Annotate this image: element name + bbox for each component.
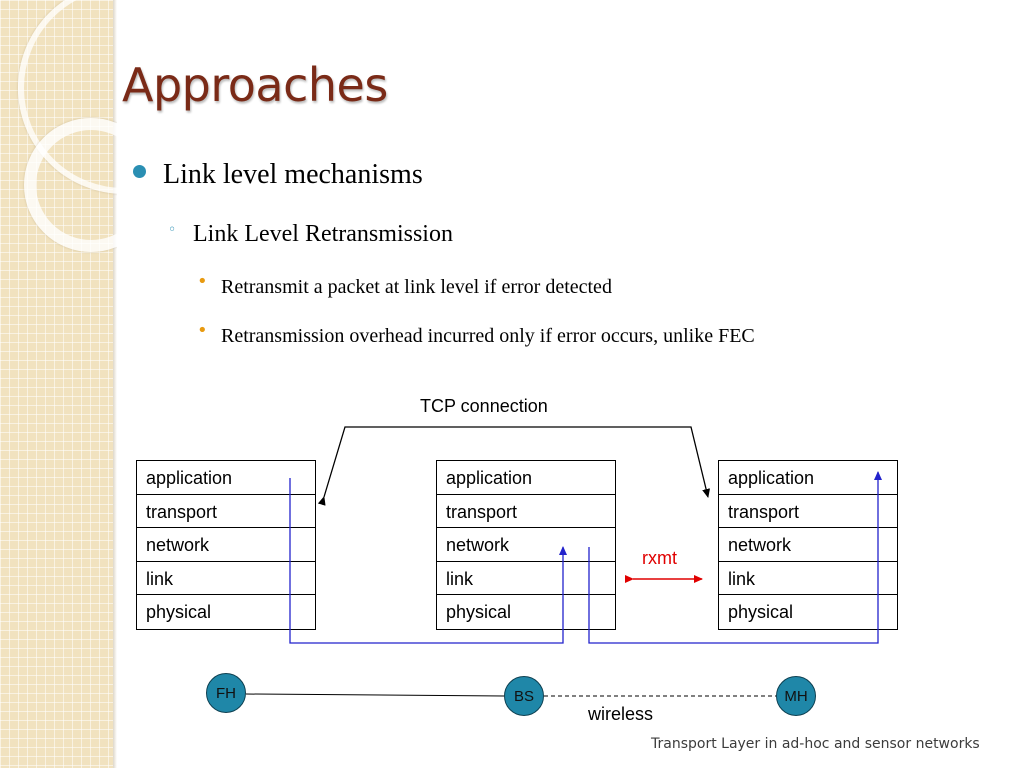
- wired-link: [245, 693, 505, 697]
- stack-layer: physical: [146, 602, 212, 623]
- protocol-stack-fh: application transport network link physi…: [136, 460, 316, 630]
- stack-layer: physical: [728, 602, 794, 623]
- stack-layer: network: [719, 528, 897, 562]
- bullet-level3-item: Retransmission overhead incurred only if…: [221, 325, 755, 347]
- data-path-bs-to-mh: [588, 471, 882, 644]
- stack-layer: transport: [437, 495, 615, 529]
- stack-layer: transport: [137, 495, 315, 529]
- rxmt-label: rxmt: [642, 548, 677, 568]
- tcp-connection-label: TCP connection: [420, 396, 548, 416]
- stack-layer: network: [437, 528, 615, 562]
- bullet-level2: Link Level Retransmission: [193, 221, 453, 247]
- bullet-level1: Link level mechanisms: [163, 159, 423, 190]
- stack-layer: network: [137, 528, 315, 562]
- slide-footer: Transport Layer in ad-hoc and sensor net…: [651, 736, 980, 752]
- stack-layer: link: [137, 562, 315, 596]
- stack-layer: link: [437, 562, 615, 596]
- strip-shadow: [113, 0, 117, 768]
- stack-layer: application: [719, 461, 897, 495]
- bullet-level3-item: Retransmit a packet at link level if err…: [221, 276, 612, 298]
- bullet-dot-icon: [133, 165, 146, 178]
- bullet-ring-icon: ◦: [168, 222, 177, 238]
- node-bs: BS: [504, 676, 544, 716]
- node-fh: FH: [206, 673, 246, 713]
- protocol-stack-mh: application transport network link physi…: [718, 460, 898, 630]
- tcp-connection-bracket: [317, 426, 710, 506]
- stack-layer: transport: [719, 495, 897, 529]
- wireless-label: wireless: [588, 704, 654, 724]
- content-background: [117, 0, 1024, 260]
- node-mh: MH: [776, 676, 816, 716]
- data-path-fh-to-bs: [289, 478, 567, 644]
- bullet-small-dot-icon: •: [197, 271, 208, 292]
- stack-layer: link: [719, 562, 897, 596]
- slide-title: Approaches: [122, 58, 388, 112]
- bullet-small-dot-icon: •: [197, 320, 208, 341]
- stack-layer: physical: [446, 602, 512, 623]
- stack-layer: application: [137, 461, 315, 495]
